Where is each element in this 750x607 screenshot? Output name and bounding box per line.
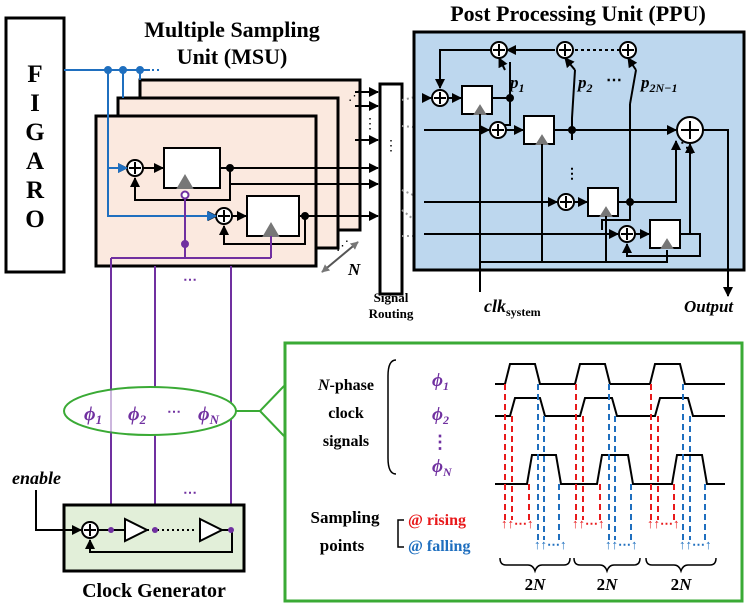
output-label: Output (684, 297, 734, 316)
msu-circuit (110, 147, 355, 245)
inset-phi2: ϕ2 (432, 404, 449, 427)
nphase-label: N-phase (317, 377, 374, 394)
inset-phin: ϕN (432, 456, 453, 479)
routing-dots: ⋮ (384, 139, 398, 154)
clockgen-label: Clock Generator (82, 580, 226, 602)
p-dots: ⋯ (606, 72, 622, 89)
clk-system-label: clksystem (484, 296, 541, 319)
rising-label: @ rising (408, 512, 466, 529)
ppu-dots: ⋱ (680, 141, 694, 156)
inset-vdots: ⋮ (431, 432, 449, 452)
n-indicator: N (321, 241, 361, 279)
falling-arrows: ↑↑⋯↑ (534, 537, 567, 552)
ppu-block: ⋱ ⋮ p1 p2 ⋯ p2N−1 (412, 30, 746, 297)
msu-title-line1: Multiple Sampling (144, 17, 319, 42)
falling-label: @ falling (408, 538, 470, 555)
rising-arrows: ↑↑⋯↑ (647, 516, 680, 531)
enable-label: enable (12, 468, 61, 488)
phase-group: ϕ1 ϕ2 ⋯ ϕN (63, 385, 285, 437)
signal-routing: ⋮ ⋮ Signal Routing (355, 82, 425, 321)
figaro-letter: A (26, 148, 44, 175)
inset-phi1: ϕ1 (432, 370, 449, 393)
waveform-phi1 (495, 363, 725, 385)
msu-title-line2: Unit (MSU) (177, 44, 288, 69)
phi-dots: ⋯ (167, 405, 181, 420)
signals-label: signals (323, 433, 369, 450)
msu-dots: ⋰ (348, 88, 361, 103)
falling-arrows: ↑↑⋯↑ (605, 537, 638, 552)
phase-lines (110, 190, 272, 515)
span-label: 2N (671, 575, 693, 594)
figaro-letter: F (27, 61, 42, 88)
rising-arrows: ↑↑⋯↑ (501, 516, 534, 531)
ppu-title: Post Processing Unit (PPU) (450, 1, 706, 26)
figaro-letter: I (30, 90, 40, 117)
timing-inset: N-phase clock signals ϕ1 ϕ2 ⋮ ϕN (283, 341, 744, 603)
clock-generator: enable ⋯ Clock Generator (12, 468, 246, 602)
phi1-label: ϕ1 (84, 403, 102, 427)
span-label: 2N (597, 575, 619, 594)
span-label: 2N (525, 575, 547, 594)
sampling-label: Sampling (311, 508, 380, 527)
msu-card-front (94, 114, 318, 268)
phase-dots: ⋯ (183, 273, 197, 288)
clockgen-dots: ⋯ (183, 486, 197, 501)
msu-stack: ⋰ ⋰ (94, 78, 362, 268)
phi2-label: ϕ2 (128, 403, 147, 427)
figaro-letter: O (25, 206, 44, 233)
routing-dots: ⋮ (363, 117, 377, 132)
falling-arrows: ↑↑⋯↑ (679, 537, 712, 552)
points-label: points (320, 536, 365, 555)
phin-label: ϕN (198, 403, 220, 427)
n-label: N (347, 260, 361, 279)
figaro-connections (64, 66, 217, 221)
routing-label-line2: Routing (369, 306, 414, 321)
figaro-block: F I G A R O (4, 16, 66, 274)
figaro-letter: R (26, 177, 45, 204)
clock-label: clock (328, 405, 364, 422)
p2-label: p2 (576, 73, 593, 95)
figaro-letter: G (25, 119, 44, 146)
p1-label: p1 (508, 73, 525, 95)
routing-label-line1: Signal (374, 290, 409, 305)
p2n-label: p2N−1 (639, 73, 677, 95)
ppu-dots: ⋮ (565, 167, 579, 182)
rising-arrows: ↑↑⋯↑ (572, 516, 605, 531)
waveform-phin (495, 454, 725, 485)
